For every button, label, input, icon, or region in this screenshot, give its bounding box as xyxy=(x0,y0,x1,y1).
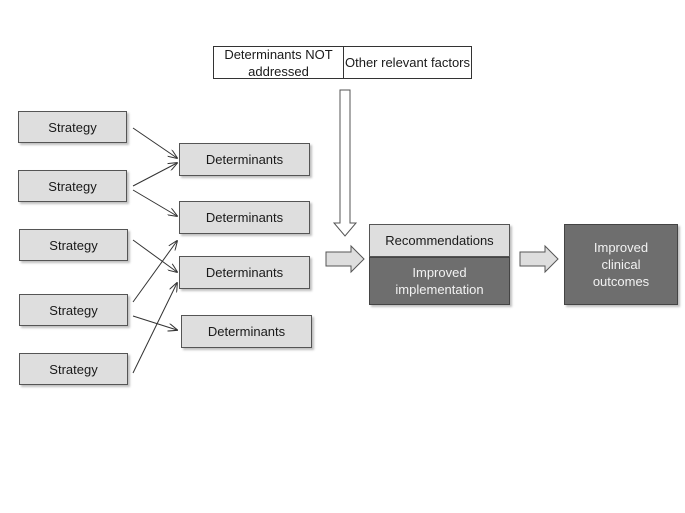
strategy-box-5: Strategy xyxy=(19,353,128,385)
arrow-s3-d3 xyxy=(132,239,177,272)
improved-clinical-outcomes-box: Improved clinical outcomes xyxy=(564,224,678,305)
recommendations-label: Recommendations xyxy=(385,233,494,248)
strategy-box-1: Strategy xyxy=(18,111,127,143)
arrow-s2-d1 xyxy=(132,163,177,187)
determinants-box-4: Determinants xyxy=(181,315,312,348)
strategy-label: Strategy xyxy=(49,302,98,318)
strategy-label: Strategy xyxy=(48,178,97,194)
strategy-box-3: Strategy xyxy=(19,229,128,261)
determinants-not-addressed-box: Determinants NOT addressed xyxy=(213,46,344,79)
strategy-box-4: Strategy xyxy=(19,294,128,326)
arrow-s1-d1 xyxy=(132,127,177,158)
improved-clinical-outcomes-label: Improved clinical outcomes xyxy=(592,240,650,289)
determinants-not-addressed-label: Determinants NOT addressed xyxy=(224,46,333,79)
improved-implementation-box: Improved implementation xyxy=(369,257,510,305)
other-relevant-factors-box: Other relevant factors xyxy=(343,46,472,79)
strategy-label: Strategy xyxy=(48,119,97,135)
block-arrow-to-outcomes xyxy=(519,244,559,274)
strategy-box-2: Strategy xyxy=(18,170,127,202)
strategy-label: Strategy xyxy=(49,237,98,253)
determinants-box-3: Determinants xyxy=(179,256,310,289)
arrow-s5-d3 xyxy=(132,283,177,374)
other-relevant-factors-label: Other relevant factors xyxy=(345,55,470,70)
hollow-arrow-down xyxy=(332,89,358,237)
determinants-label: Determinants xyxy=(205,210,284,225)
strategy-label: Strategy xyxy=(49,361,98,377)
arrow-s2-d2 xyxy=(132,189,177,216)
determinants-label: Determinants xyxy=(205,152,284,167)
determinants-label: Determinants xyxy=(207,324,286,339)
determinants-box-1: Determinants xyxy=(179,143,310,176)
arrow-s3b-d2 xyxy=(132,241,177,303)
recommendations-box: Recommendations xyxy=(369,224,510,257)
determinants-label: Determinants xyxy=(205,265,284,280)
block-arrow-to-recommendations xyxy=(325,244,365,274)
arrow-s4-d4 xyxy=(132,315,177,330)
improved-implementation-label: Improved implementation xyxy=(395,265,484,297)
determinants-box-2: Determinants xyxy=(179,201,310,234)
